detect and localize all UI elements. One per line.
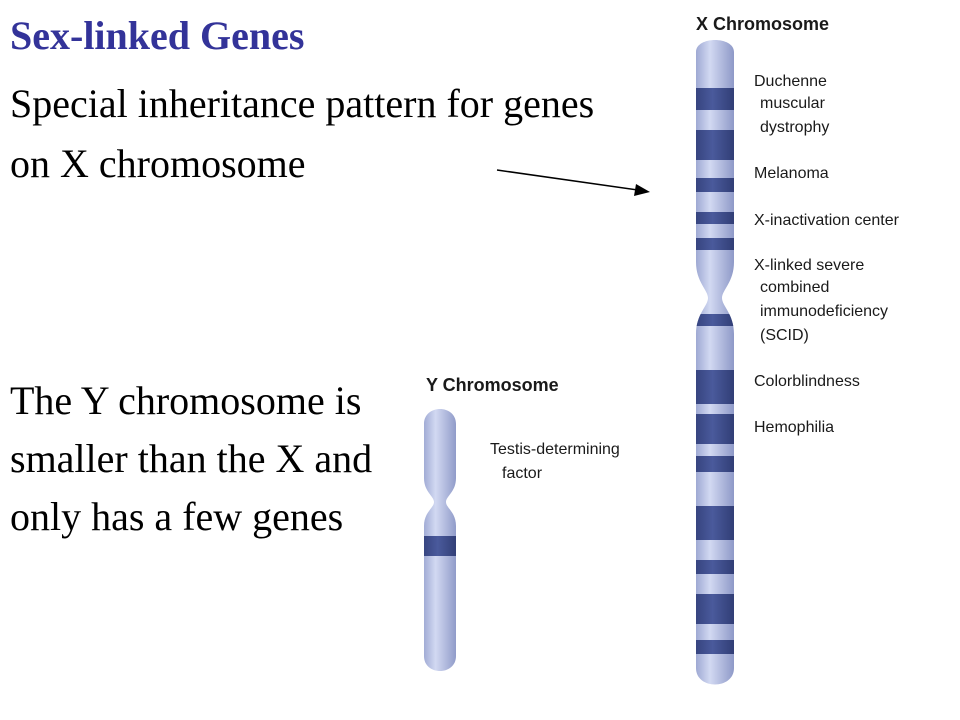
x-label-line: Duchenne [754, 73, 827, 90]
x-chromosome [696, 40, 734, 685]
pointer-arrow-head [634, 184, 650, 196]
x-band [696, 414, 734, 444]
x-label-line: combined [760, 279, 829, 296]
x-label-melanoma: Melanoma [754, 165, 829, 182]
x-label-hemophilia: Hemophilia [754, 419, 834, 436]
x-label-line: immunodeficiency [760, 303, 888, 320]
x-band [696, 370, 734, 404]
y-label-line: Testis-determining [490, 441, 620, 458]
x-chromosome-title: X Chromosome [696, 14, 829, 34]
x-band [696, 506, 734, 540]
y-label-testis-determining-factor: Testis-determining factor [490, 441, 620, 482]
x-band [696, 130, 734, 160]
x-label-scid: X-linked severe combined immunodeficienc… [754, 257, 888, 344]
y-chromosome [424, 409, 456, 671]
x-band [696, 560, 734, 574]
y-chromosome-description: The Y chromosome is smaller than the X a… [10, 378, 373, 539]
x-band [696, 178, 734, 192]
x-band [696, 88, 734, 110]
x-band [696, 640, 734, 654]
x-label-colorblindness: Colorblindness [754, 373, 860, 390]
x-band [696, 594, 734, 624]
pointer-arrow-line [496, 169, 639, 191]
y-band [424, 536, 456, 556]
x-label-line: muscular [760, 95, 826, 112]
x-band [696, 212, 734, 224]
x-label-x-inactivation-center: X-inactivation center [754, 212, 900, 229]
x-label-duchenne: Duchenne muscular dystrophy [754, 73, 829, 136]
y-chromosome-title: Y Chromosome [426, 375, 559, 395]
x-label-line: X-linked severe [754, 257, 864, 274]
x-band [696, 456, 734, 472]
x-label-line: dystrophy [760, 119, 829, 136]
x-label-line: (SCID) [760, 327, 809, 344]
slide-subtitle: Special inheritance pattern for genes on… [10, 81, 595, 186]
x-band [696, 238, 734, 250]
slide-title: Sex-linked Genes [10, 13, 305, 58]
y-label-line: factor [502, 465, 543, 482]
x-band [696, 314, 734, 326]
